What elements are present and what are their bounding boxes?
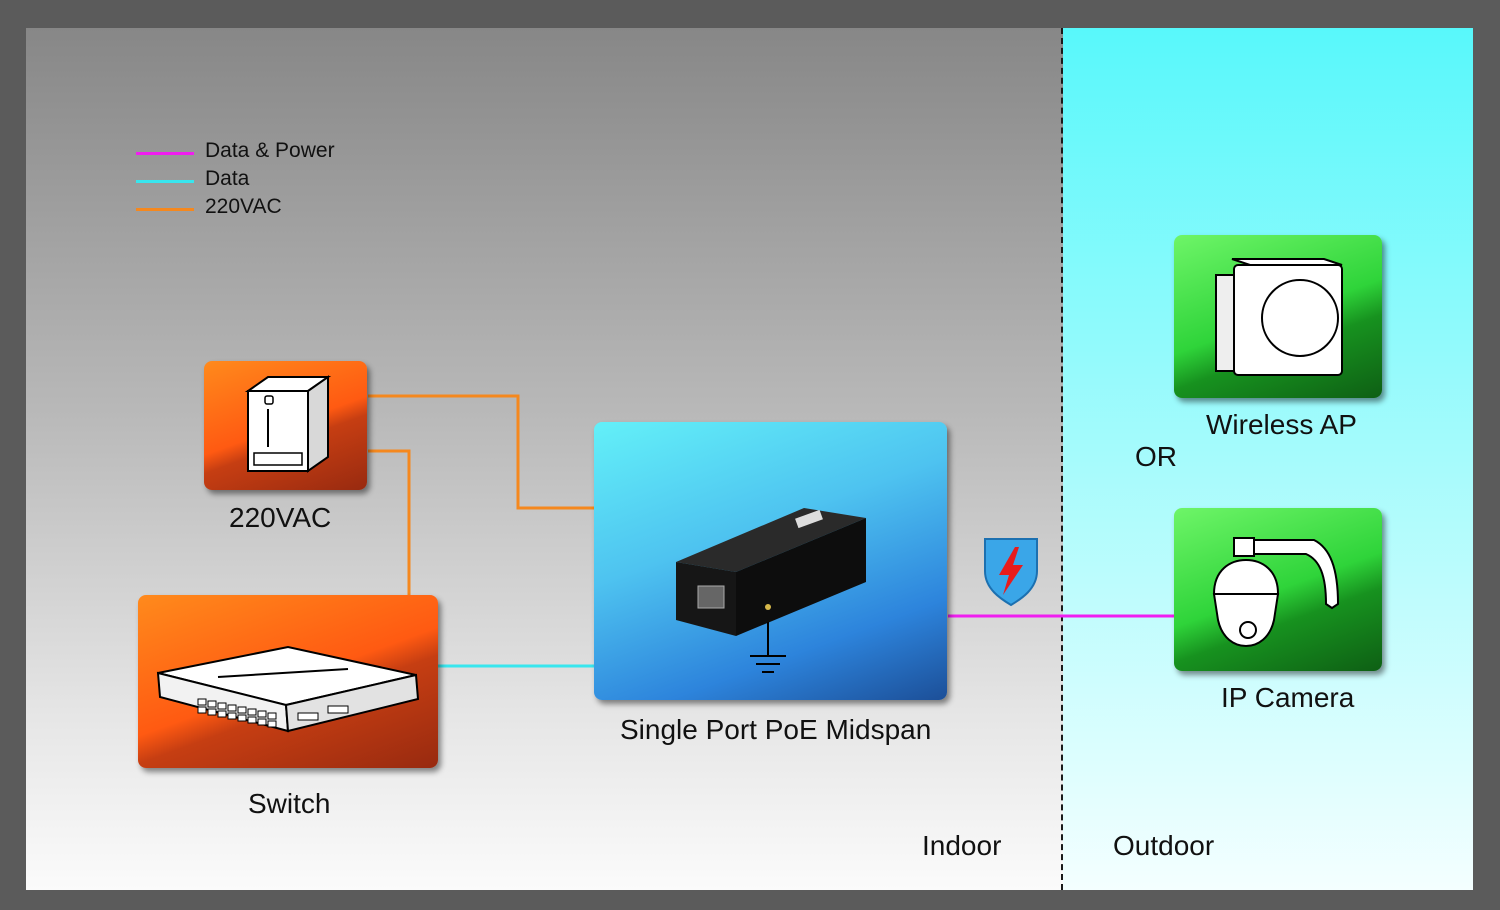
legend-label-data-power: Data & Power	[205, 139, 335, 162]
wireless-ap-label: Wireless AP	[1206, 409, 1357, 440]
network-switch-icon	[156, 645, 420, 733]
ups-power-supply-icon	[244, 375, 332, 473]
legend-swatch-data	[136, 180, 194, 183]
ip-camera-node	[1174, 508, 1382, 671]
switch-label: Switch	[248, 788, 331, 819]
outdoor-label: Outdoor	[1113, 830, 1215, 861]
ac-line-to-switch	[368, 449, 411, 597]
outdoor-zone	[1063, 28, 1473, 890]
ip-camera-label: IP Camera	[1221, 682, 1355, 713]
indoor-outdoor-divider	[1061, 28, 1063, 890]
legend-label-data: Data	[205, 167, 250, 190]
lightning-shield-icon	[984, 538, 1038, 607]
power-label: 220VAC	[229, 502, 332, 533]
switch-node	[138, 595, 438, 768]
legend-swatch-ac	[136, 208, 194, 211]
wireless-access-point-icon	[1215, 258, 1343, 376]
midspan-label: Single Port PoE Midspan	[620, 714, 932, 745]
legend-label-ac: 220VAC	[205, 195, 282, 218]
ptz-camera-icon	[1212, 537, 1340, 648]
poe-injector-icon	[676, 508, 866, 673]
midspan-node	[594, 422, 947, 700]
or-label: OR	[1135, 441, 1177, 472]
power-supply-node	[204, 361, 367, 490]
legend-swatch-data-power	[136, 152, 194, 155]
wireless-ap-node	[1174, 235, 1382, 398]
ac-line-to-midspan	[368, 394, 596, 510]
indoor-label: Indoor	[922, 830, 1002, 861]
